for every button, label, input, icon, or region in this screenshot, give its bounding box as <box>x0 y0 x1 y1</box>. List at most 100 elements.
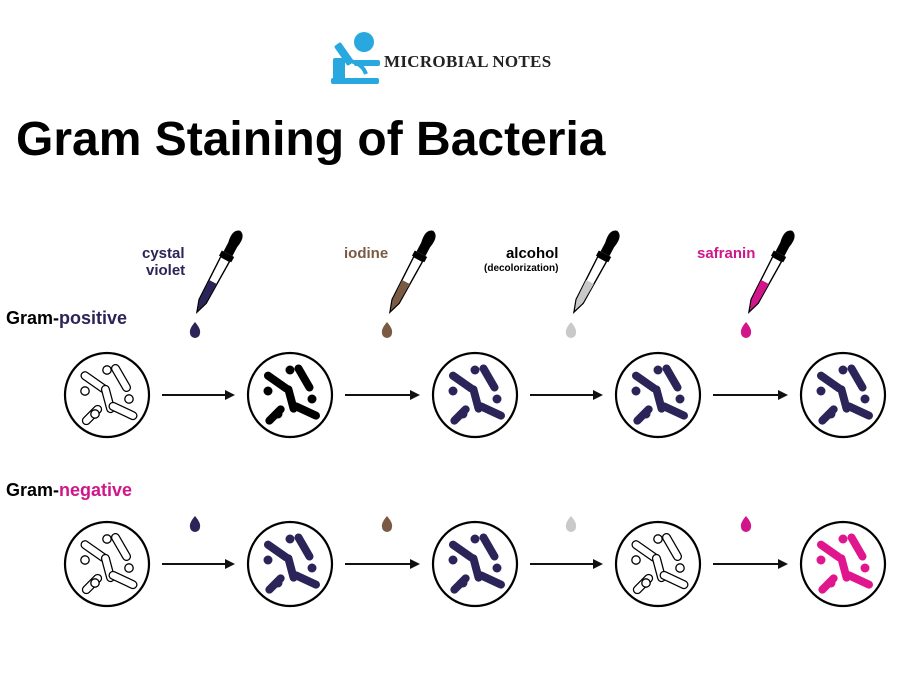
row-label-gram-positive: Gram-positive <box>6 308 128 328</box>
slide-positive-2 <box>246 351 334 439</box>
slide-positive-3 <box>431 351 519 439</box>
coccus <box>653 534 663 544</box>
arrow-positive-1 <box>162 390 235 400</box>
bacillus <box>81 541 107 561</box>
drop-positive-1 <box>189 322 201 338</box>
arrow-head <box>593 559 603 569</box>
bacillus <box>81 372 107 392</box>
arrow-negative-2 <box>345 559 420 569</box>
coccus <box>826 578 836 588</box>
dropper-liquid <box>390 279 410 311</box>
arrow-head <box>778 390 788 400</box>
coccus <box>102 534 112 544</box>
coccus <box>102 365 112 375</box>
bacillus <box>847 364 867 392</box>
arrow-head <box>225 559 235 569</box>
bacillus <box>292 571 320 589</box>
bacillus <box>660 402 688 420</box>
coccus <box>273 578 283 588</box>
dropper-liquid <box>574 279 594 311</box>
coccus <box>816 555 826 565</box>
drop-positive-4 <box>740 322 752 338</box>
coccus <box>263 386 273 396</box>
arrow-head <box>225 390 235 400</box>
coccus <box>675 394 685 404</box>
coccus <box>641 409 651 419</box>
coccus <box>675 563 685 573</box>
bacillus <box>112 534 130 560</box>
coccus <box>860 394 870 404</box>
arrow-head <box>410 559 420 569</box>
reagent-label-crystal-violet: cystal violet <box>142 245 186 279</box>
slide-positive-5 <box>799 351 887 439</box>
reagent-label-safranin: safranin <box>697 245 756 262</box>
coccus <box>307 394 317 404</box>
row-label-negative-highlight: negative <box>59 480 133 500</box>
microscope-icon <box>331 32 380 84</box>
bacillus <box>263 540 291 562</box>
coccus <box>816 386 826 396</box>
coccus <box>470 534 480 544</box>
coccus <box>838 365 848 375</box>
drop-negative-3 <box>565 516 577 532</box>
bacillus <box>816 540 844 562</box>
row-label-positive-highlight: positive <box>59 308 128 328</box>
slide-negative-5 <box>799 520 887 608</box>
coccus <box>80 555 90 565</box>
bacillus <box>477 571 505 589</box>
reagent-label-iodine: iodine <box>344 245 389 262</box>
coccus <box>641 578 651 588</box>
coccus <box>826 409 836 419</box>
bacillus <box>816 371 844 393</box>
dropper-bulb <box>775 230 795 257</box>
arrow-head <box>593 390 603 400</box>
coccus <box>124 563 134 573</box>
dropper-collar <box>218 250 235 263</box>
slide-positive-1 <box>63 351 151 439</box>
bacillus <box>448 371 476 393</box>
bacillus <box>294 533 314 561</box>
bacillus <box>112 365 130 391</box>
arrow-negative-4 <box>713 559 788 569</box>
coccus <box>458 578 468 588</box>
bacillus <box>109 403 137 419</box>
drop-positive-2 <box>381 322 393 338</box>
bacillus <box>847 533 867 561</box>
dropper-bulb <box>416 230 436 257</box>
dropper-4 <box>747 230 795 314</box>
slide-negative-2 <box>246 520 334 608</box>
coccus <box>307 563 317 573</box>
coccus <box>273 409 283 419</box>
dropper-1 <box>195 230 243 314</box>
coccus <box>90 578 100 588</box>
dropper-bulb <box>223 230 243 257</box>
drop-negative-4 <box>740 516 752 532</box>
coccus <box>631 386 641 396</box>
drop-negative-1 <box>189 516 201 532</box>
coccus <box>90 409 100 419</box>
page-title: Gram Staining of Bacteria <box>16 113 606 166</box>
coccus <box>653 365 663 375</box>
coccus <box>80 386 90 396</box>
coccus <box>838 534 848 544</box>
logo-text: MICROBIAL NOTES <box>384 52 552 71</box>
arrow-head <box>778 559 788 569</box>
bacillus <box>109 572 137 588</box>
arrow-negative-1 <box>162 559 235 569</box>
coccus <box>448 386 458 396</box>
bacillus <box>845 402 873 420</box>
arrow-positive-4 <box>713 390 788 400</box>
bacillus <box>845 571 873 589</box>
bacillus <box>292 402 320 420</box>
row-label-gram-negative: Gram-negative <box>6 480 133 500</box>
coccus <box>458 409 468 419</box>
bacillus <box>294 364 314 392</box>
coccus <box>492 563 502 573</box>
bacillus <box>662 364 682 392</box>
coccus <box>285 365 295 375</box>
reagent-label-alcohol: alcohol (decolorization) <box>484 245 559 274</box>
bacillus <box>479 364 499 392</box>
coccus <box>631 555 641 565</box>
slide-negative-3 <box>431 520 519 608</box>
